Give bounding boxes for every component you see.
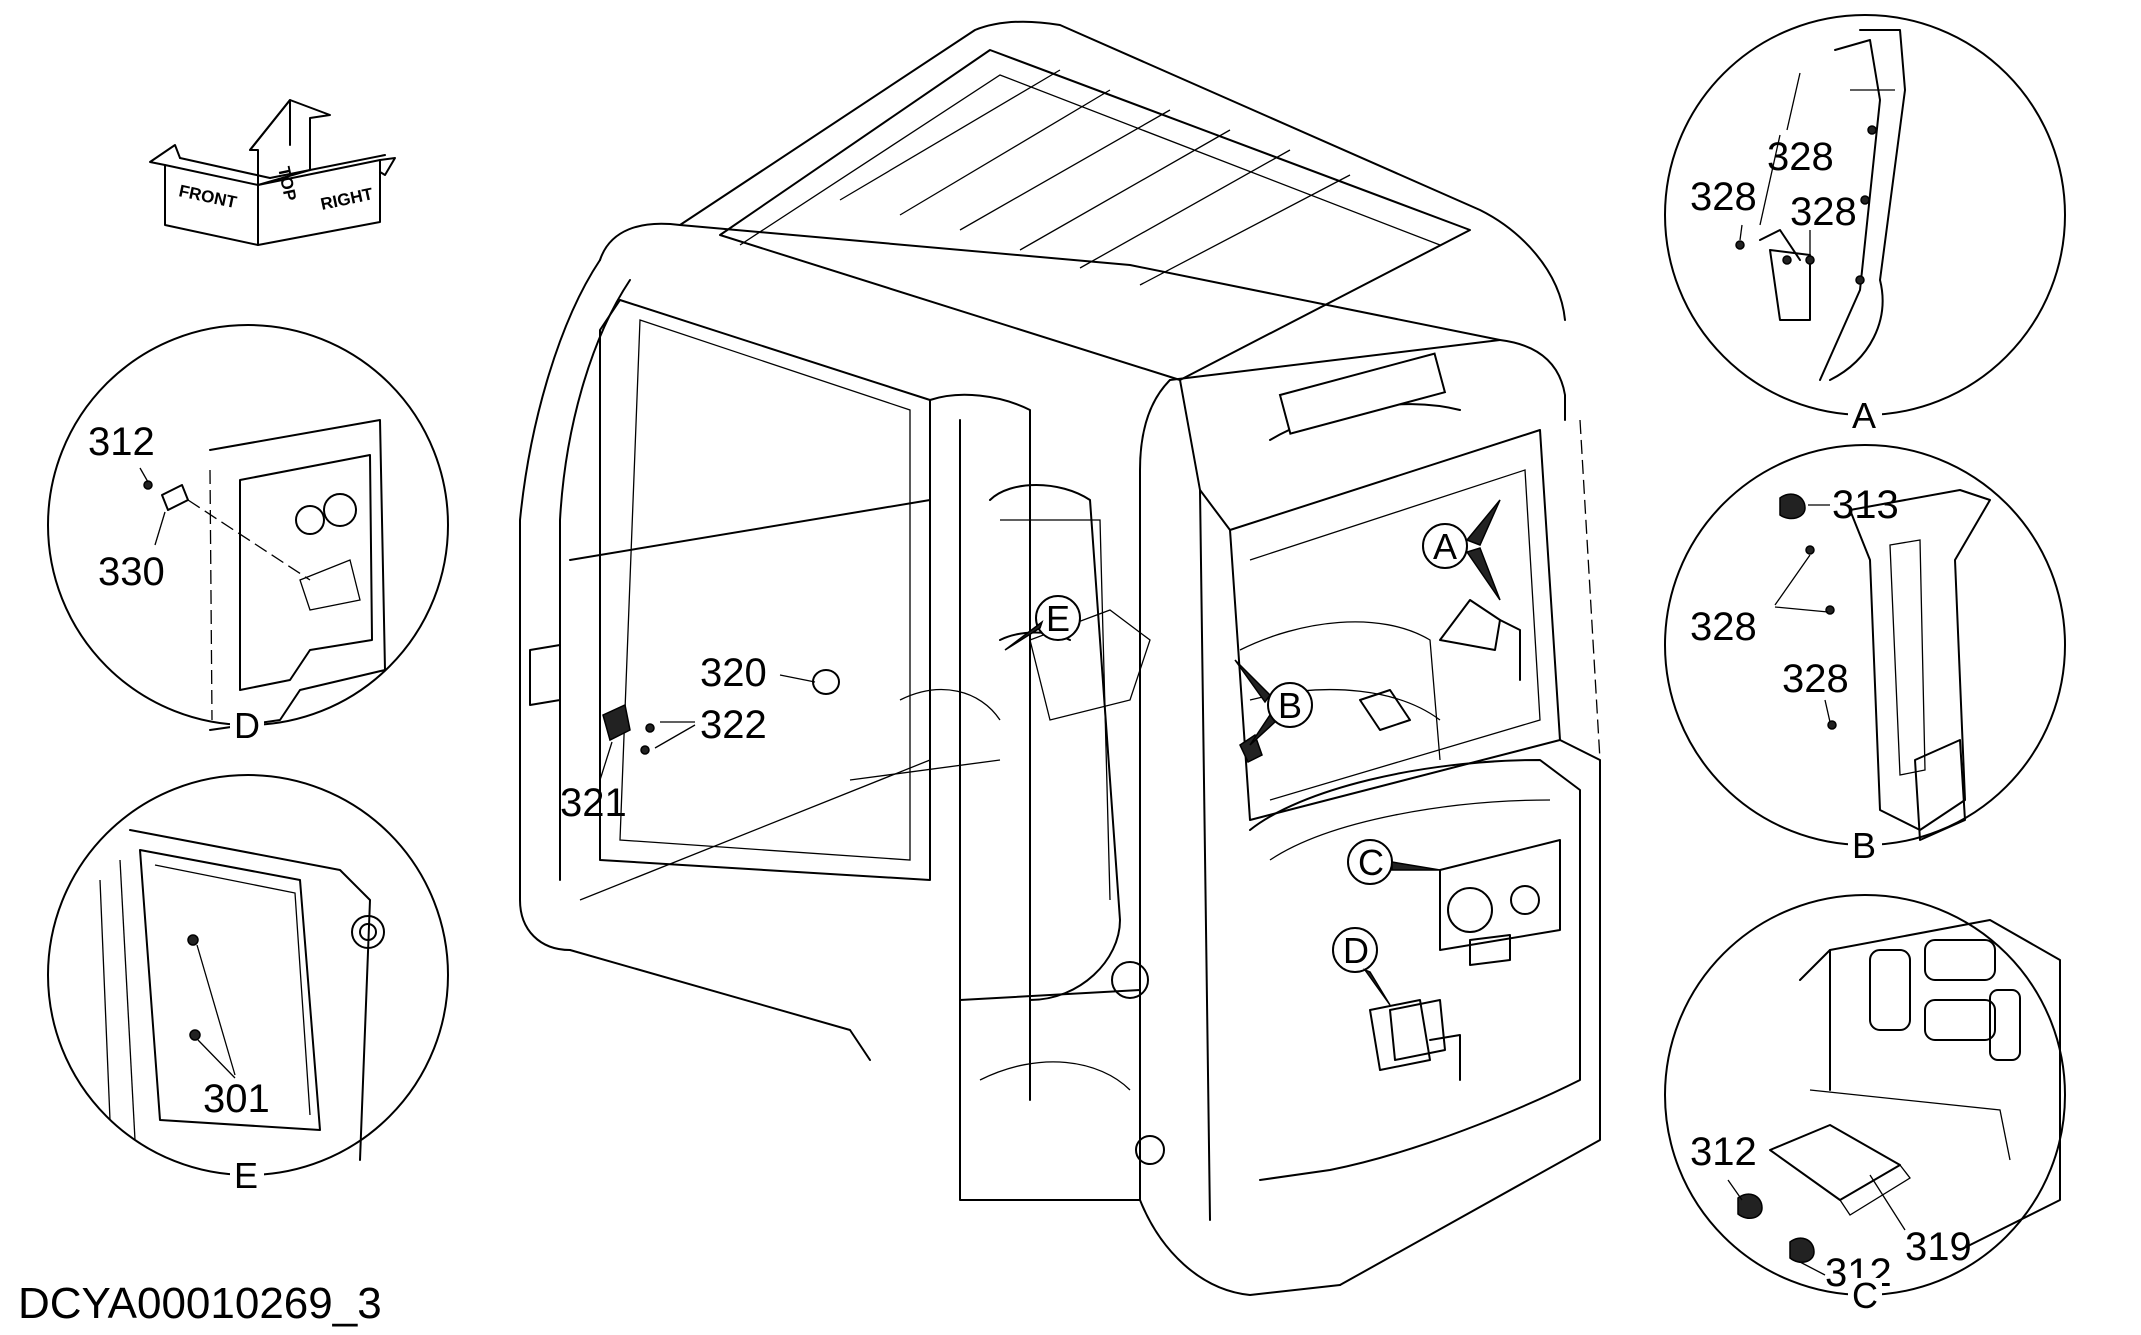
reference-marker-c: C xyxy=(1358,842,1384,883)
orientation-indicator: FRONT TOP RIGHT xyxy=(149,99,396,246)
detail-c-caption: C xyxy=(1852,1275,1878,1316)
detail-e-label-301: 301 xyxy=(203,1077,270,1121)
reference-marker-a: A xyxy=(1433,526,1457,567)
reference-marker-b: B xyxy=(1278,685,1302,726)
detail-c-label-319: 319 xyxy=(1905,1225,1972,1269)
cab-assembly xyxy=(519,20,1601,1296)
detail-b-caption: B xyxy=(1852,825,1876,866)
drawing-code: DCYA00010269_3 xyxy=(18,1279,382,1328)
detail-b-label-313: 313 xyxy=(1832,483,1899,527)
detail-a-label-328-top: 328 xyxy=(1767,135,1834,179)
direction-label-front: FRONT xyxy=(177,181,239,212)
main-callouts: 320 322 321 A B C D E xyxy=(560,499,1501,1006)
detail-d-label-330: 330 xyxy=(98,550,165,594)
callout-320: 320 xyxy=(700,651,767,695)
detail-c-label-312-upper: 312 xyxy=(1690,1130,1757,1174)
detail-b: 313 328 328 B xyxy=(1664,444,2066,866)
detail-a-label-328-left: 328 xyxy=(1690,175,1757,219)
detail-e: 301 E xyxy=(47,774,449,1196)
detail-e-caption: E xyxy=(234,1155,258,1196)
detail-d-label-312: 312 xyxy=(88,420,155,464)
detail-a: 328 328 328 A xyxy=(1664,14,2066,436)
reference-marker-e: E xyxy=(1046,598,1070,639)
detail-b-label-328-lower: 328 xyxy=(1782,657,1849,701)
reference-marker-d: D xyxy=(1343,930,1369,971)
callout-322: 322 xyxy=(700,703,767,747)
direction-label-top: TOP xyxy=(274,165,300,203)
detail-a-caption: A xyxy=(1852,395,1876,436)
callout-321: 321 xyxy=(560,781,627,825)
detail-d: 312 330 D xyxy=(47,324,449,746)
direction-label-right: RIGHT xyxy=(319,184,375,214)
detail-b-label-328-upper: 328 xyxy=(1690,605,1757,649)
detail-d-caption: D xyxy=(234,705,260,746)
detail-c: 312 312 319 C xyxy=(1664,894,2066,1316)
detail-a-label-328-right: 328 xyxy=(1790,190,1857,234)
